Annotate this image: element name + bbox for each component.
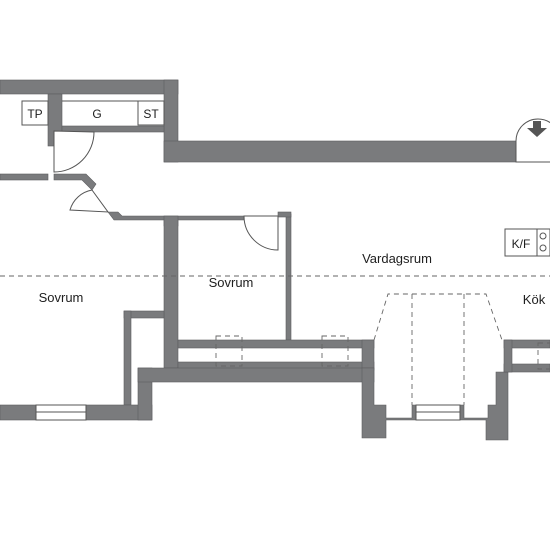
wall-top xyxy=(0,79,179,95)
dashed-radiator-3 xyxy=(537,342,550,370)
wall-bed2-right xyxy=(285,213,292,341)
arrow-down-icon xyxy=(527,121,547,137)
wall-bed1-bed2 xyxy=(163,215,179,369)
dashed-radiator-1 xyxy=(215,335,243,367)
wall-living-bay-right xyxy=(459,371,509,441)
dashed-bay-outline xyxy=(373,293,503,341)
closet-tp-box xyxy=(21,100,49,126)
door-closet-hall xyxy=(53,130,95,173)
closet-fixtures xyxy=(21,100,165,126)
closet-tp-label: TP xyxy=(27,107,42,121)
wall-bed1-bay-left xyxy=(123,310,132,406)
closet-g-label: G xyxy=(92,107,101,121)
room-label-living-room: Vardagsrum xyxy=(362,251,432,266)
wall-bed2-bottom-a xyxy=(177,339,375,349)
doors xyxy=(53,118,550,251)
fridge-label: K/F xyxy=(512,237,531,251)
wall-living-bay-left xyxy=(361,367,417,439)
closet-st-box xyxy=(137,100,165,126)
wall-bed2-bottom-end xyxy=(361,339,375,371)
closet-st-label: ST xyxy=(143,107,159,121)
wall-bottom-step-top xyxy=(137,367,375,383)
wall-hall-right xyxy=(53,173,97,191)
wall-kitchen-left xyxy=(503,339,513,373)
wall-hall-left xyxy=(0,173,49,181)
door-bedroom-2 xyxy=(243,215,279,251)
wall-bed2-top-right xyxy=(277,211,292,218)
fridge-freezer xyxy=(504,228,550,257)
door-hall xyxy=(69,189,110,213)
dashed-lines xyxy=(0,275,550,405)
wall-closet-bottom xyxy=(61,125,165,133)
room-label-kitchen: Kök xyxy=(523,292,546,307)
wall-corridor-top xyxy=(163,140,517,163)
wall-bottom-left xyxy=(0,404,37,421)
windows xyxy=(35,404,461,421)
room-label-bedroom-2: Sovrum xyxy=(209,275,254,290)
dashed-radiator-2 xyxy=(321,335,349,367)
room-label-bedroom-1: Sovrum xyxy=(39,290,84,305)
walls xyxy=(0,79,550,441)
